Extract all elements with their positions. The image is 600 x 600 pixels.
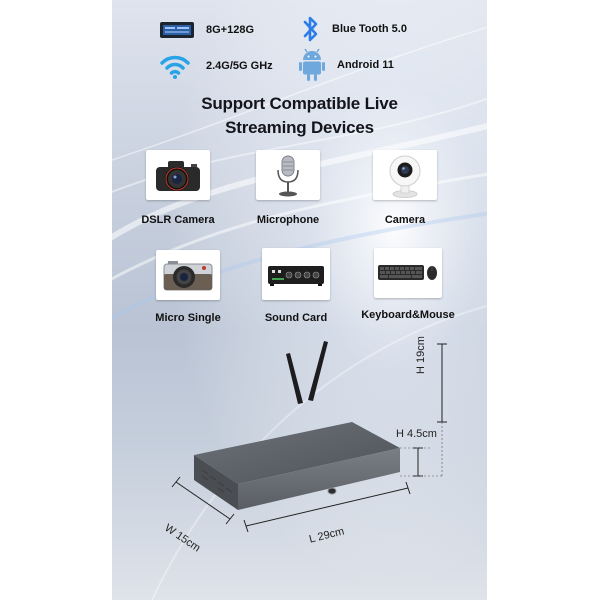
keyboard-mouse-icon [378,265,437,280]
device-label-camera: Camera [384,214,426,226]
mirrorless-camera-icon [163,261,213,291]
android-icon [299,48,325,81]
device-tile-micro-single [156,250,220,300]
product-poster: 8G+128G Blue Tooth 5.0 2.4G/5G GHz [112,0,487,600]
device-label-dslr: DSLR Camera [141,214,215,226]
antenna-left [286,353,303,404]
device-tile-camera [373,150,437,200]
microphone-icon [277,155,299,197]
device-tile-keyboard-mouse [374,248,442,298]
device-label-micro-single: Micro Single [155,312,221,324]
device-top-face [194,422,400,484]
product-illustration [171,341,447,533]
spec-bluetooth-text: Blue Tooth 5.0 [332,23,407,35]
spec-memory-text: 8G+128G [206,24,255,36]
device-tile-microphone [256,150,320,200]
device-label-sound-card: Sound Card [264,312,328,324]
spec-memory: 8G+128G [160,20,254,40]
headline-line-1: Support Compatible Live [201,94,398,113]
device-tile-dslr [146,150,210,200]
device-front-face [238,448,400,510]
security-camera-icon [389,155,421,198]
device-label-keyboard-mouse: Keyboard&Mouse [361,309,455,321]
device-label-microphone: Microphone [256,214,320,226]
device-vents [201,469,233,493]
device-side-face [194,455,238,510]
memory-chip-icon [160,22,194,38]
antenna-right [308,341,328,401]
spec-wifi: 2.4G/5G GHz [160,52,273,80]
power-button [327,487,337,495]
wifi-icon [160,55,190,79]
bluetooth-icon [303,16,318,42]
dimension-height-antenna: H 19cm [415,336,427,374]
spec-os-text: Android 11 [337,59,394,71]
sound-card-icon [268,266,324,286]
spec-wifi-text: 2.4G/5G GHz [206,60,273,72]
spec-os: Android 11 [299,48,394,82]
dimension-height: H 4.5cm [396,428,437,440]
headline-line-2: Streaming Devices [225,118,374,137]
dslr-camera-icon [156,161,200,191]
spec-bluetooth: Blue Tooth 5.0 [302,15,407,43]
device-tile-sound-card [262,248,330,300]
